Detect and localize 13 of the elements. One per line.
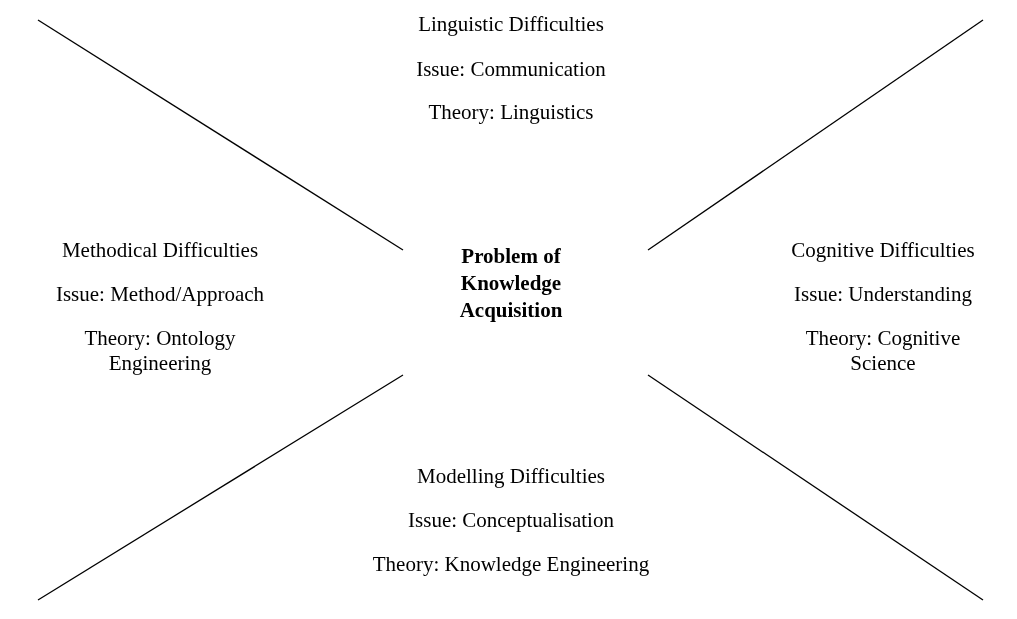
label-text: Modelling Difficulties <box>416 464 606 489</box>
label-text: Theory: Ontology Engineering <box>83 326 237 376</box>
label-text: Theory: Linguistics <box>427 100 595 125</box>
label-text: Issue: Understanding <box>793 282 973 307</box>
label-text: Theory: Knowledge Engineering <box>371 552 651 577</box>
label-text: Linguistic Difficulties <box>417 12 605 37</box>
label-text: Issue: Communication <box>415 57 607 82</box>
label-text: Theory: Cognitive Science <box>804 326 962 376</box>
central-topic: Problem of Knowledge Acquisition <box>458 243 564 324</box>
label-text: Cognitive Difficulties <box>790 238 976 263</box>
label-text: Issue: Conceptualisation <box>407 508 615 533</box>
label-text: Methodical Difficulties <box>60 238 260 263</box>
label-text: Issue: Method/Approach <box>54 282 266 307</box>
